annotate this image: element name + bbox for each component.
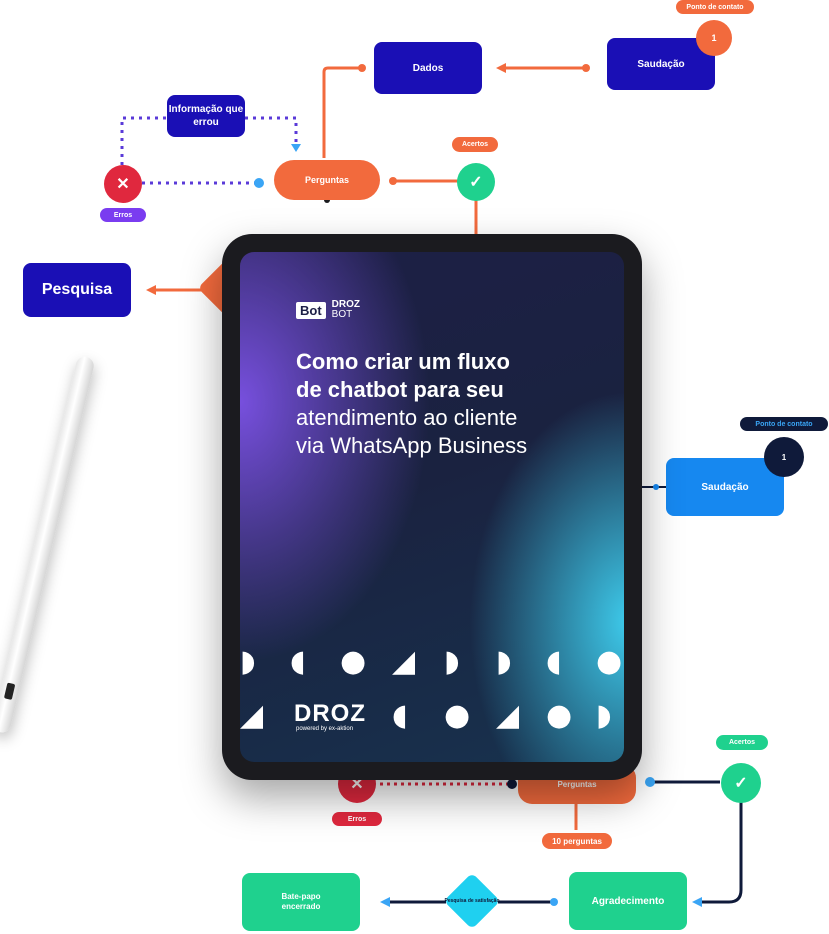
- right-greeting-node[interactable]: Saudação: [666, 458, 784, 516]
- thanks-node[interactable]: Agradecimento: [569, 872, 687, 930]
- droz-bot-logo: Bot DROZ BOT: [296, 300, 360, 320]
- tablet-device: Bot DROZ BOT Como criar um fluxo de chat…: [222, 234, 642, 780]
- pattern-glyph: ◗: [240, 644, 256, 679]
- check-icon: ✓: [457, 163, 495, 201]
- pattern-glyph: ◖: [290, 644, 306, 679]
- right-contact-point-number: 1: [764, 437, 804, 477]
- survey-node[interactable]: Pesquisa: [23, 263, 131, 317]
- errors-tag: Erros: [100, 208, 146, 222]
- error-x-icon: ✕: [104, 165, 142, 203]
- pattern-glyph: ◢: [240, 698, 264, 733]
- pattern-glyph: ◖: [392, 698, 408, 733]
- headline-bold-2: de chatbot para seu: [296, 377, 504, 402]
- pattern-glyph: ◢: [496, 698, 520, 733]
- pattern-glyph: ◗: [596, 698, 612, 733]
- bottom-hits-tag: Acertos: [716, 735, 768, 750]
- pattern-glyph: ●: [596, 644, 623, 679]
- bot-badge: Bot: [296, 301, 326, 319]
- questions-node[interactable]: Perguntas: [274, 160, 380, 200]
- bottom-check-icon: ✓: [721, 763, 761, 803]
- bottom-errors-tag: Erros: [332, 812, 382, 826]
- hits-tag: Acertos: [452, 137, 498, 152]
- ebook-cover: Bot DROZ BOT Como criar um fluxo de chat…: [240, 252, 624, 762]
- headline-light-1: atendimento ao cliente: [296, 405, 518, 430]
- contact-point-number: 1: [696, 20, 732, 56]
- chat-closed-node[interactable]: Bate-papo encerrado: [242, 873, 360, 931]
- pattern-glyph: ◖: [546, 644, 562, 679]
- satisfaction-survey-label[interactable]: Pesquisa de satisfação: [444, 897, 500, 904]
- logo-line-2: BOT: [331, 309, 353, 320]
- pattern-glyph: ●: [340, 644, 367, 679]
- droz-brand-logo: DROZ: [294, 700, 366, 727]
- greeting-node[interactable]: Saudação: [607, 38, 715, 90]
- headline-light-2: via WhatsApp Business: [296, 433, 528, 458]
- right-contact-point-tag: Ponto de contato: [740, 417, 828, 431]
- headline-bold-1: Como criar um fluxo: [296, 349, 510, 374]
- cover-headline: Como criar um fluxo de chatbot para seu …: [296, 348, 616, 460]
- wrong-info-node[interactable]: Informação que errou: [167, 95, 245, 137]
- ten-questions-tag: 10 perguntas: [542, 833, 612, 849]
- pattern-glyph: ◗: [444, 644, 460, 679]
- droz-brand-sub: powered by ex-aktion: [296, 726, 354, 732]
- data-node[interactable]: Dados: [374, 42, 482, 94]
- contact-point-tag: Ponto de contato: [676, 0, 754, 14]
- pattern-glyph: ◢: [392, 644, 416, 679]
- pattern-glyph: ◗: [496, 644, 512, 679]
- logo-line-1: DROZ: [331, 299, 361, 310]
- pattern-glyph: ●: [444, 698, 471, 733]
- stylus-band: [3, 682, 16, 700]
- pattern-glyph: ●: [546, 698, 573, 733]
